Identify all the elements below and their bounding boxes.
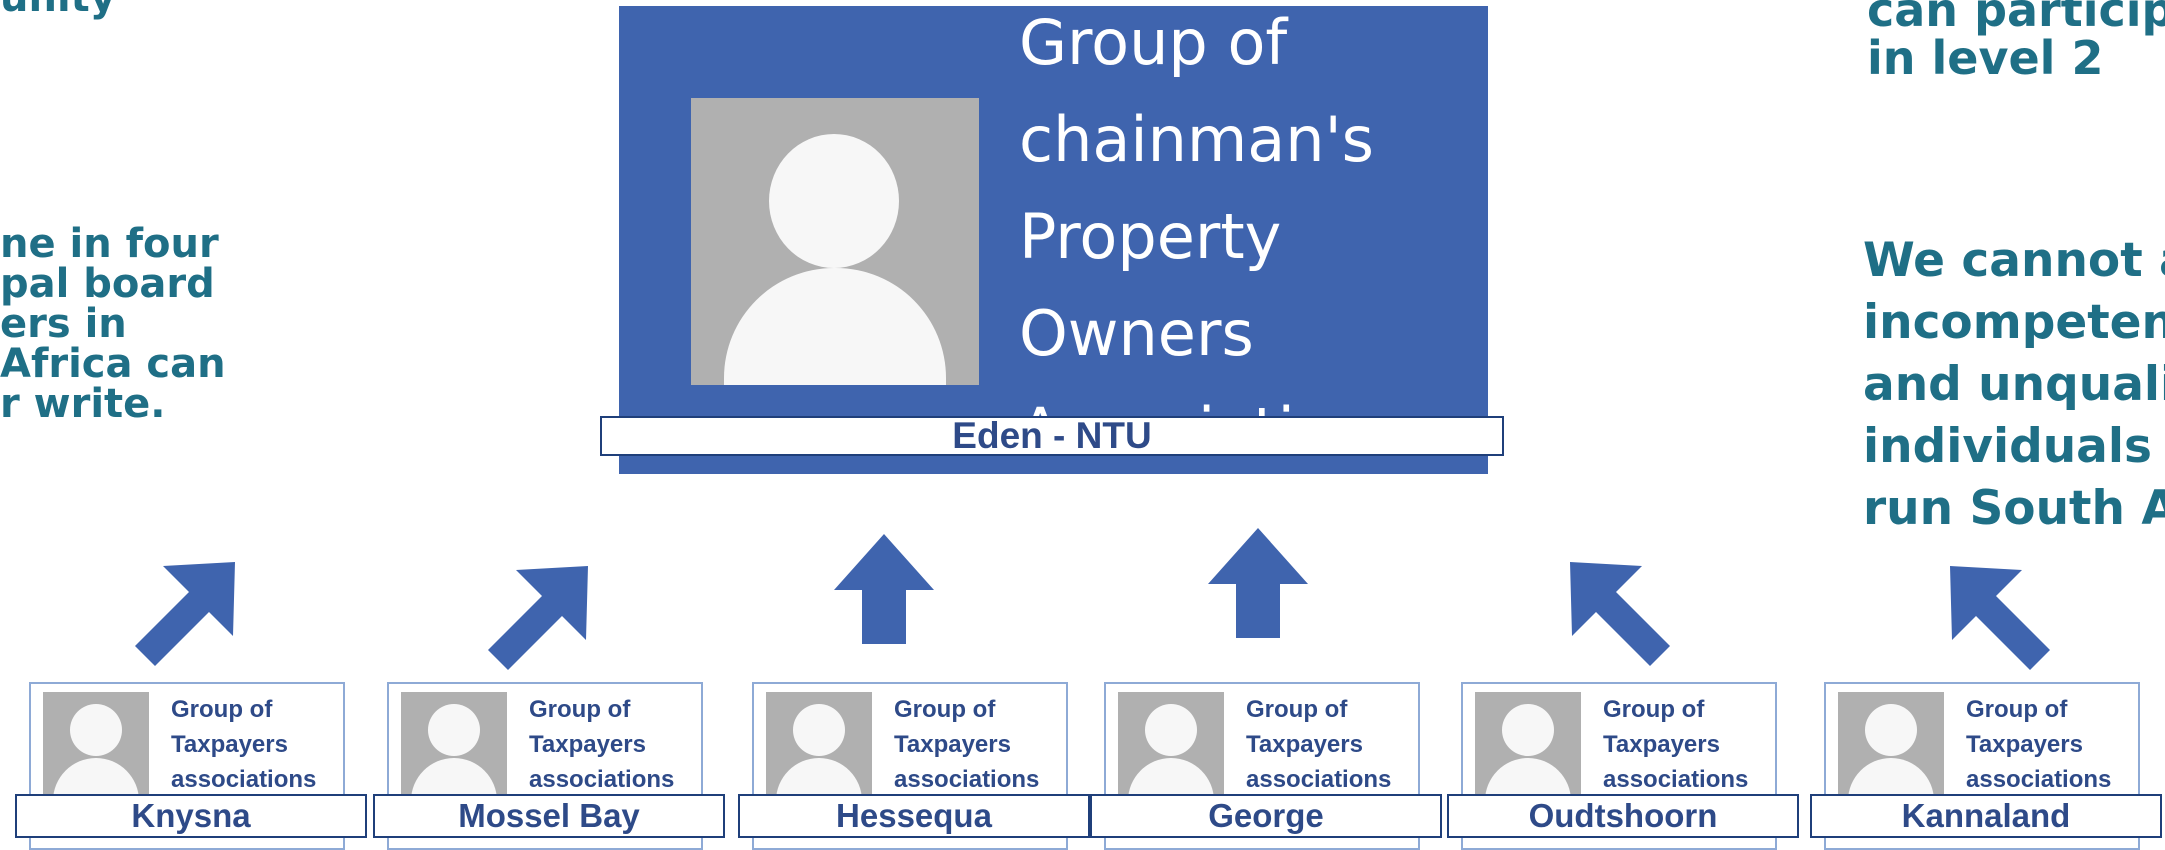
group-label: Group of Taxpayers associations [529,696,675,793]
group-label: Group of Taxpayers associations [171,696,317,793]
municipality-box-hessequa: Group of Taxpayers associations Hessequa [738,682,1090,850]
municipality-name: Knysna [15,794,367,838]
municipality-name: George [1090,794,1442,838]
person-placeholder-icon [1838,692,1944,802]
arrow-up-icon [1208,528,1308,638]
right-statement-text: We cannot a incompetent and unqualif ind… [1863,233,2165,536]
arrow-up-left-icon [1570,562,1670,666]
arrow-up-right-icon [135,562,235,666]
municipality-box-knysna: Group of Taxpayers associations Knysna [15,682,367,850]
person-placeholder-icon [766,692,872,802]
group-label: Group of Taxpayers associations [1966,696,2112,793]
municipality-name: Kannaland [1810,794,2162,838]
main-box-title: Group of chainman's Property Owners Asso… [1019,6,1404,467]
municipality-name: Hessequa [738,794,1090,838]
person-placeholder-icon [43,692,149,802]
right-top-text-fragment: can participa in level 2 [1867,0,2165,85]
municipality-box-kannaland: Group of Taxpayers associations Kannalan… [1810,682,2162,850]
person-placeholder-icon [1118,692,1224,802]
left-top-text-fragment: unity [0,0,116,18]
municipality-name: Oudtshoorn [1447,794,1799,838]
person-placeholder-icon [401,692,507,802]
municipality-box-george: Group of Taxpayers associations George [1090,682,1442,850]
municipality-box-mossel-bay: Group of Taxpayers associations Mossel B… [373,682,725,850]
group-label: Group of Taxpayers associations [1603,696,1749,793]
arrow-up-icon [834,534,934,644]
group-label: Group of Taxpayers associations [894,696,1040,793]
arrow-up-left-icon [1950,566,2050,670]
municipality-name: Mossel Bay [373,794,725,838]
arrow-up-right-icon [488,566,588,670]
group-label: Group of Taxpayers associations [1246,696,1392,793]
person-placeholder-icon [691,98,979,385]
main-box-banner: Eden - NTU [600,415,1504,456]
person-placeholder-icon [1475,692,1581,802]
left-statement-text: ne in four pal board ers in Africa can r… [0,221,226,427]
municipality-box-oudtshoorn: Group of Taxpayers associations Oudtshoo… [1447,682,1799,850]
main-organization-box: Group of chainman's Property Owners Asso… [619,6,1488,474]
